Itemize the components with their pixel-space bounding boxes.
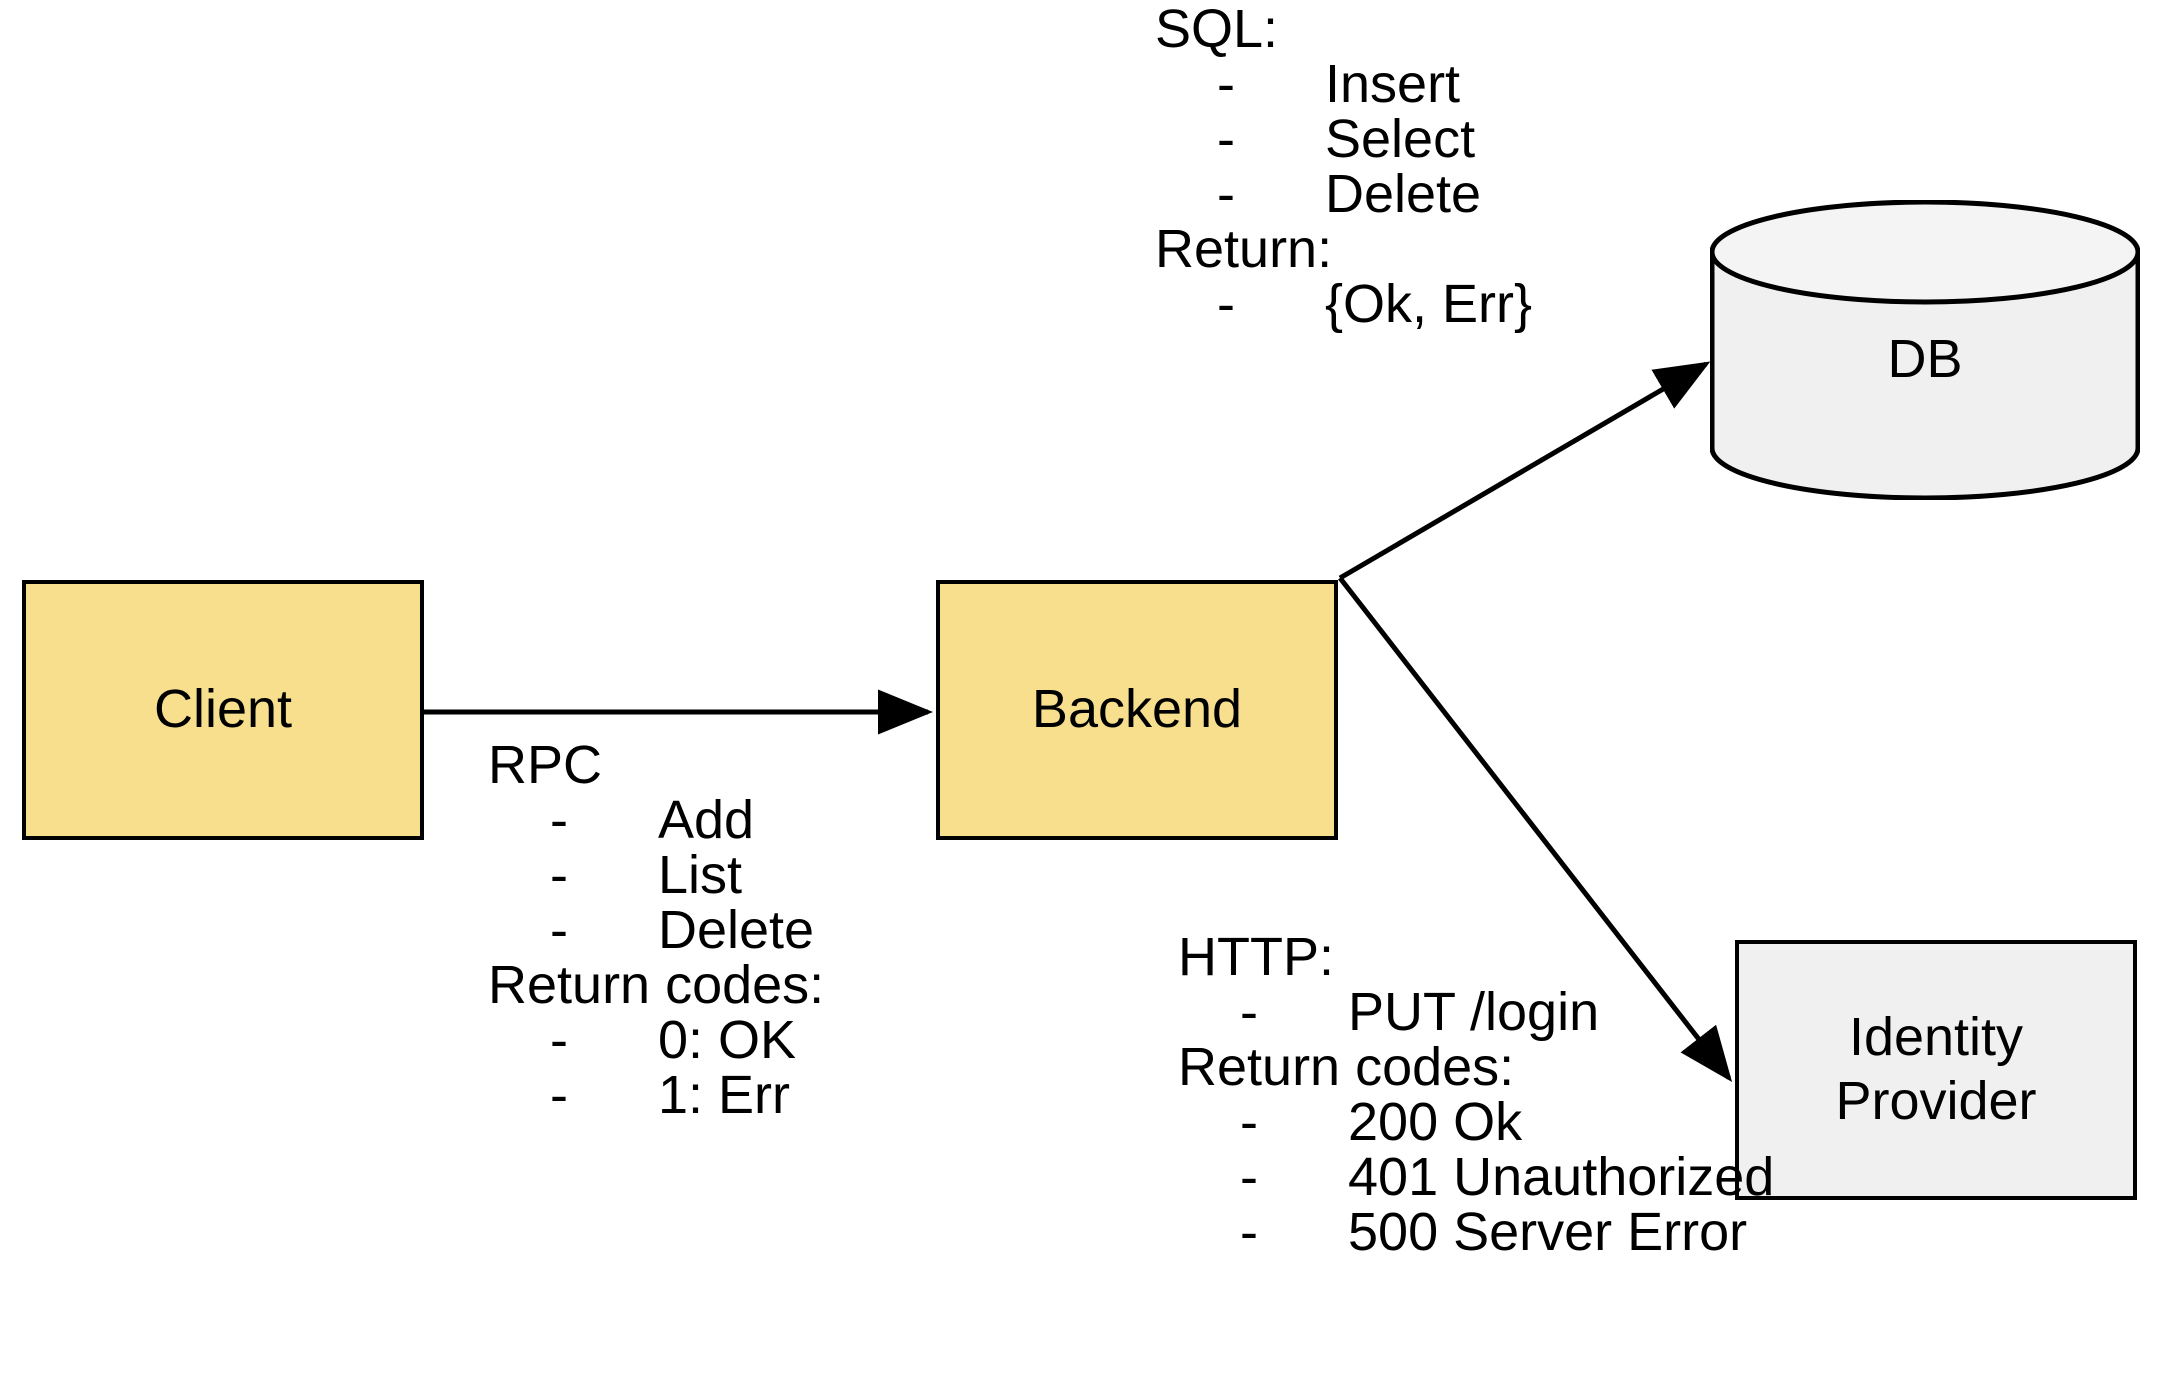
annotation-sql-method: - Insert	[1155, 57, 1532, 112]
annotation-rpc-method-label: Add	[658, 790, 755, 850]
bullet-dash: -	[1217, 164, 1235, 224]
annotation-sql-method-label: Select	[1325, 109, 1476, 169]
annotation-http-method-label: PUT /login	[1348, 982, 1600, 1042]
node-identity-provider[interactable]: Identity Provider	[1735, 940, 2137, 1200]
annotation-rpc-returns-heading: Return codes:	[488, 955, 825, 1015]
node-db[interactable]: DB	[1710, 200, 2140, 500]
annotation-http-return-label: 500 Server Error	[1348, 1202, 1748, 1262]
annotation-rpc-method-label: List	[658, 845, 743, 905]
bullet-dash: -	[550, 790, 568, 850]
annotation-rpc-return: - 1: Err	[488, 1068, 824, 1123]
annotation-http-return: - 401 Unauthorized	[1178, 1150, 1774, 1205]
annotation-sql-return-label: {Ok, Err}	[1325, 274, 1533, 334]
annotation-sql-method: - Select	[1155, 112, 1532, 167]
annotation-sql-method-label: Delete	[1325, 164, 1482, 224]
annotation-rpc-heading: RPC	[488, 735, 603, 795]
bullet-dash: -	[550, 1065, 568, 1125]
annotation-http-heading: HTTP:	[1178, 927, 1334, 987]
annotation-rpc-method: - Delete	[488, 903, 824, 958]
edge-backend-to-db	[1338, 361, 1711, 581]
annotation-http-return-label: 401 Unauthorized	[1348, 1147, 1775, 1207]
annotation-rpc-return-label: 0: OK	[658, 1010, 797, 1070]
node-backend[interactable]: Backend	[936, 580, 1338, 840]
bullet-dash: -	[1240, 1147, 1258, 1207]
annotation-http-return: - 200 Ok	[1178, 1095, 1774, 1150]
annotation-rpc-return: - 0: OK	[488, 1013, 824, 1068]
bullet-dash: -	[1240, 1092, 1258, 1152]
annotation-sql-heading: SQL:	[1155, 0, 1279, 59]
annotation-sql-returns-heading: Return:	[1155, 219, 1333, 279]
annotation-sql-return: - {Ok, Err}	[1155, 277, 1532, 332]
annotation-rpc-method-label: Delete	[658, 900, 815, 960]
annotation-http-method: - PUT /login	[1178, 985, 1774, 1040]
bullet-dash: -	[550, 900, 568, 960]
node-client[interactable]: Client	[22, 580, 424, 840]
annotation-sql-method-label: Insert	[1325, 54, 1461, 114]
node-backend-label: Backend	[1031, 679, 1243, 740]
bullet-dash: -	[1217, 109, 1235, 169]
annotation-rpc: RPC - Add - List - Delete Return codes: …	[488, 738, 824, 1123]
bullet-dash: -	[1240, 1202, 1258, 1262]
node-identity-provider-label: Identity Provider	[1835, 1007, 2037, 1131]
cylinder-icon	[1710, 200, 2140, 500]
annotation-sql: SQL: - Insert - Select - Delete Return: …	[1155, 2, 1532, 332]
annotation-sql-method: - Delete	[1155, 167, 1532, 222]
bullet-dash: -	[1240, 982, 1258, 1042]
node-client-label: Client	[153, 679, 293, 740]
bullet-dash: -	[1217, 274, 1235, 334]
annotation-http-return-label: 200 Ok	[1348, 1092, 1523, 1152]
annotation-http: HTTP: - PUT /login Return codes: - 200 O…	[1178, 930, 1774, 1260]
annotation-rpc-return-label: 1: Err	[658, 1065, 791, 1125]
annotation-rpc-method: - Add	[488, 793, 824, 848]
node-db-label: DB	[1887, 329, 1963, 390]
bullet-dash: -	[550, 845, 568, 905]
annotation-http-returns-heading: Return codes:	[1178, 1037, 1515, 1097]
bullet-dash: -	[1217, 54, 1235, 114]
annotation-rpc-method: - List	[488, 848, 824, 903]
annotation-http-return: - 500 Server Error	[1178, 1205, 1774, 1260]
bullet-dash: -	[550, 1010, 568, 1070]
